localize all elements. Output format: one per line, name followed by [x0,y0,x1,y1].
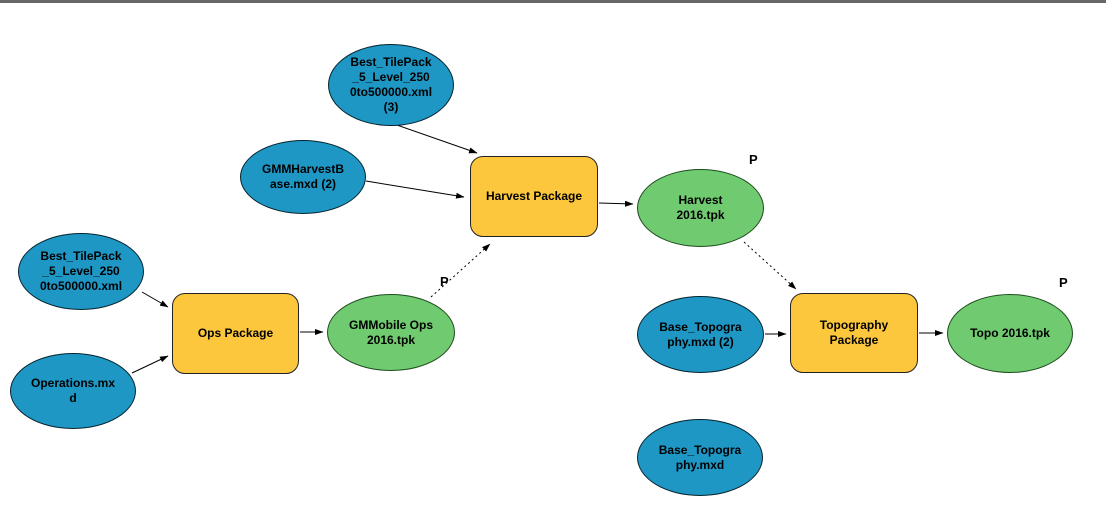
input-gmmharvestbase-mxd-2[interactable]: GMMHarvestB ase.mxd (2) [240,140,366,214]
edge-best-tilepack-3-to-harvest-package[interactable] [393,123,478,154]
edge-gmmharvestbase-to-harvest-package[interactable] [365,180,465,199]
output-topo-2016-tpk[interactable]: Topo 2016.tpk [947,294,1073,373]
parameter-marker-gmmobile-ops: P [440,274,449,289]
node-label: Base_Topogra phy.mxd [658,442,742,472]
edge-precondition-gmmobile-ops-to-harvest-package[interactable] [430,243,491,298]
input-best-tilepack-5-level-xml-3[interactable]: Best_TilePack _5_Level_250 0to500000.xml… [328,44,454,126]
edge-harvest-package-to-harvest-2016[interactable] [598,200,634,207]
node-label: Harvest 2016.tpk [676,193,725,222]
input-base-topography-mxd[interactable]: Base_Topogra phy.mxd [637,419,763,496]
node-label: Topo 2016.tpk [970,326,1050,340]
input-base-topography-mxd-2[interactable]: Base_Topogra phy.mxd (2) [637,296,764,373]
edge-precondition-harvest-2016-to-topography-package[interactable] [743,241,797,290]
input-operations-mxd[interactable]: Operations.mx d [10,353,136,429]
node-label: Ops Package [197,326,274,340]
node-label: Best_TilePack _5_Level_250 0to500000.xml… [349,55,433,114]
node-label: Harvest Package [485,189,583,203]
output-harvest-2016-tpk[interactable]: Harvest 2016.tpk [637,169,764,247]
tool-harvest-package[interactable]: Harvest Package [470,156,598,237]
node-label: Best_TilePack _5_Level_250 0to500000.xml [39,249,123,293]
tool-topography-package[interactable]: Topography Package [790,293,918,373]
node-label: GMMHarvestB ase.mxd (2) [261,162,345,191]
node-label: Operations.mx d [30,376,116,405]
edge-best-tilepack-to-ops-package[interactable] [141,291,169,308]
node-label: Topography Package [819,318,889,347]
parameter-marker-harvest-2016: P [749,152,758,167]
connector-layer [131,123,944,374]
node-label: Base_Topogra phy.mxd (2) [659,319,742,349]
edge-operations-mxd-to-ops-package[interactable] [131,355,169,374]
output-gmmobile-ops-2016-tpk[interactable]: GMMobile Ops 2016.tpk [327,294,455,371]
node-label: GMMobile Ops 2016.tpk [349,317,433,347]
parameter-marker-topo-2016: P [1059,275,1068,290]
tool-ops-package[interactable]: Ops Package [172,293,299,374]
input-best-tilepack-5-level-xml[interactable]: Best_TilePack _5_Level_250 0to500000.xml [18,233,144,310]
